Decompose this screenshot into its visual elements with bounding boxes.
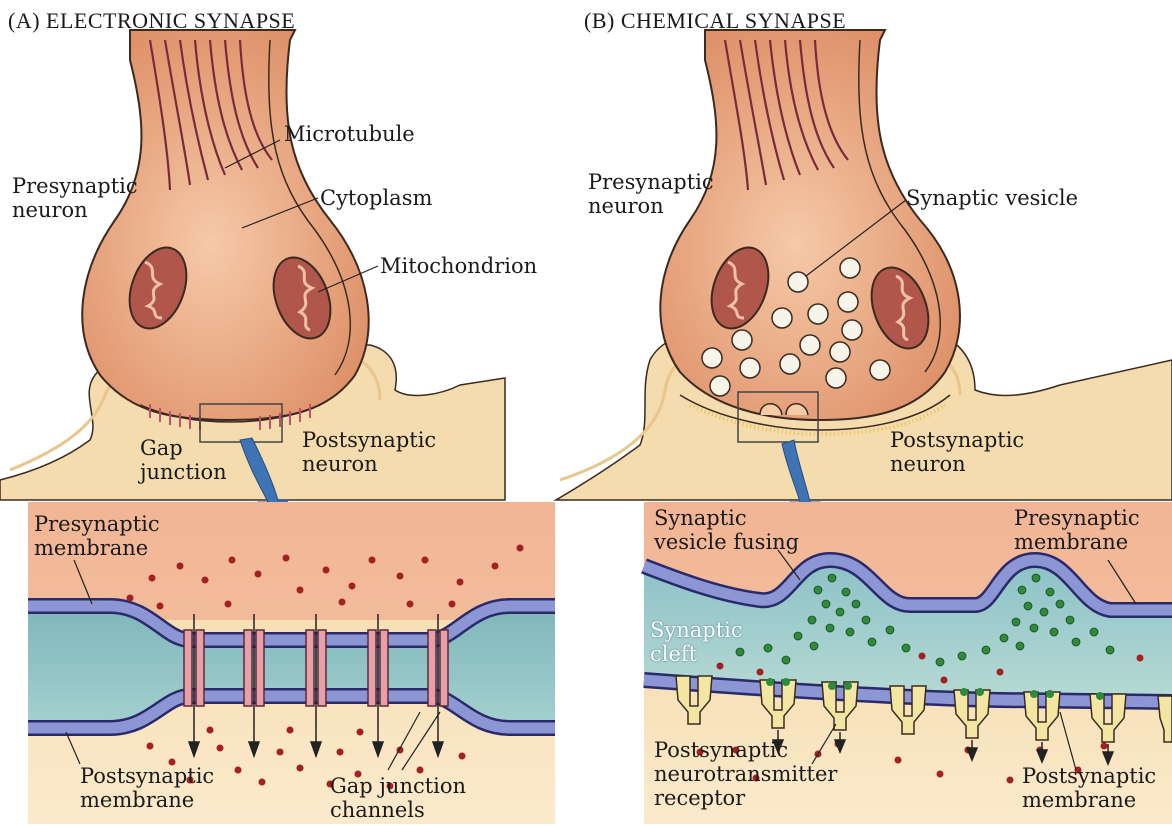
label-postsynaptic-neuron-a: Postsynaptic neuron — [302, 428, 436, 476]
label-synaptic-vesicle-fusing: Synaptic vesicle fusing — [654, 506, 799, 554]
label-synaptic-vesicle: Synaptic vesicle — [906, 186, 1078, 210]
label-postsynaptic-neuron-b: Postsynaptic neuron — [890, 428, 1024, 476]
label-microtubule: Microtubule — [284, 122, 415, 146]
label-cytoplasm: Cytoplasm — [320, 186, 432, 210]
label-presynaptic-neuron-a: Presynaptic neuron — [12, 174, 138, 222]
label-mitochondrion: Mitochondrion — [380, 254, 537, 278]
label-gap-junction: Gap junction — [140, 436, 227, 484]
label-postsynaptic-receptor: Postsynaptic neurotransmitter receptor — [654, 738, 837, 810]
label-presynaptic-neuron-b: Presynaptic neuron — [588, 170, 714, 218]
panel-b-title: (B) CHEMICAL SYNAPSE — [584, 8, 846, 34]
label-gap-junction-channels: Gap junction channels — [330, 774, 466, 822]
presynaptic-neuron-a — [82, 30, 368, 420]
label-synaptic-cleft: Synaptic cleft — [650, 618, 743, 666]
label-postsynaptic-membrane-a: Postsynaptic membrane — [80, 764, 214, 812]
panel-b-neurons — [556, 30, 1172, 530]
label-presynaptic-membrane-a: Presynaptic membrane — [34, 512, 160, 560]
label-postsynaptic-membrane-b: Postsynaptic membrane — [1022, 764, 1156, 812]
label-presynaptic-membrane-b: Presynaptic membrane — [1014, 506, 1140, 554]
panel-a-title: (A) ELECTRONIC SYNAPSE — [8, 8, 295, 34]
